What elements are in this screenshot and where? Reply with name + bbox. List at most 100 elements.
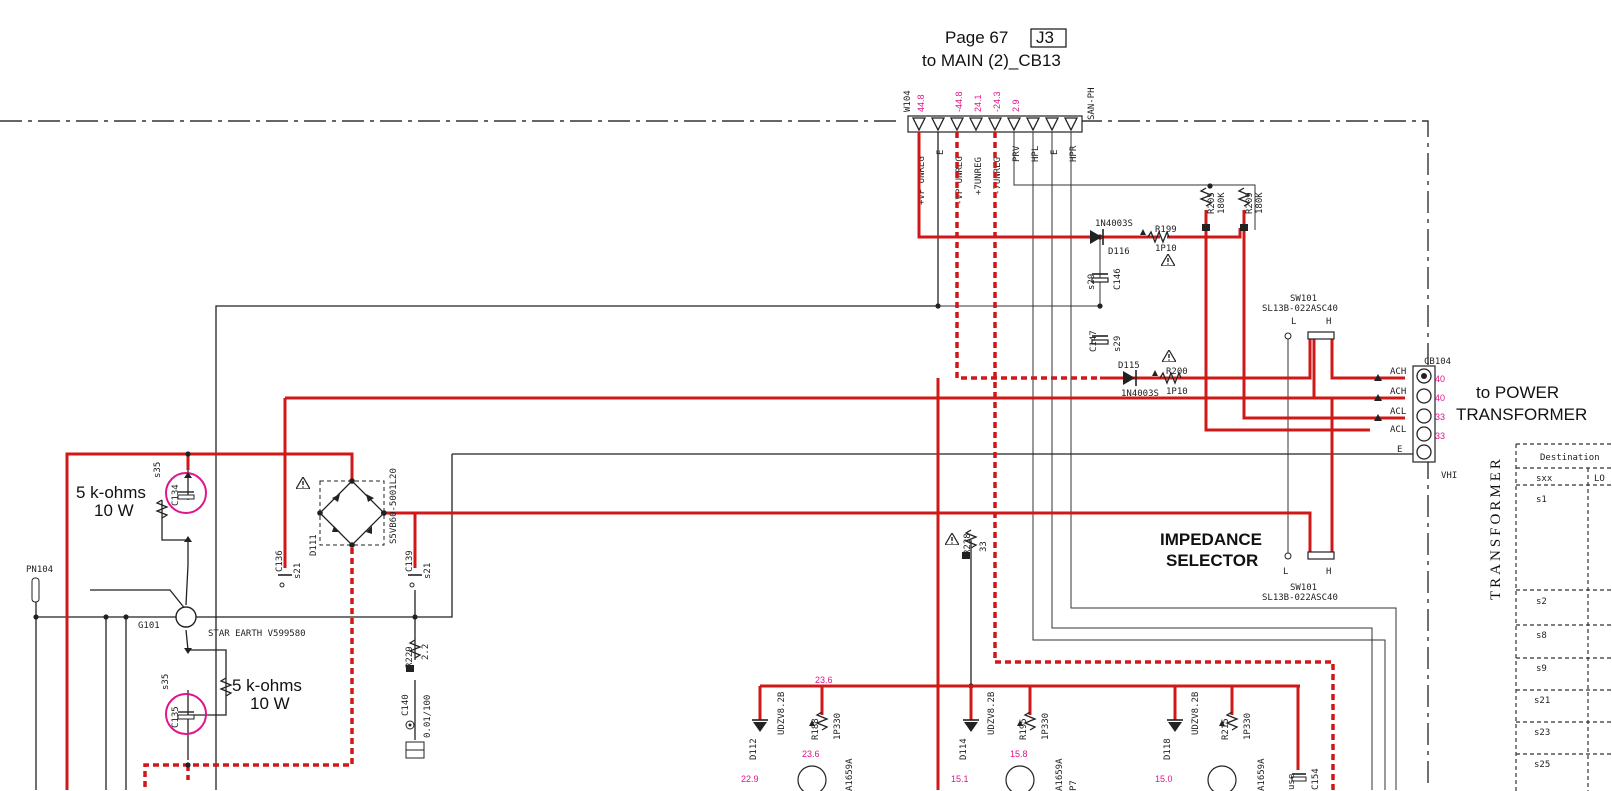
r205-label: R205: [1207, 192, 1217, 214]
bleeder-resistors: [155, 451, 233, 768]
r215-resistor: R215 1P330: [1219, 711, 1253, 740]
d114-label: D114: [959, 738, 969, 760]
q3-label: A1659A: [1257, 758, 1267, 791]
page-reference: Page 67: [945, 28, 1008, 47]
c136-value: s21: [293, 563, 303, 579]
sw101-bottom-part: SL13B-022ASC40: [1262, 593, 1338, 603]
q1-transistor: A1659A: [797, 758, 855, 791]
d116-label: D116: [1108, 247, 1130, 257]
r188-value: 1P330: [833, 713, 843, 740]
pin-voltage: 24.1: [973, 94, 983, 112]
voltage-label: 15.8: [1010, 749, 1028, 759]
sw101-bottom-label: SW101: [1290, 583, 1317, 593]
c139-label: C139: [405, 550, 415, 572]
table-row: s25: [1534, 760, 1550, 770]
table-row: s1: [1536, 495, 1547, 505]
r199-resistor: R199 1P10: [1140, 225, 1177, 266]
d116-diode: 1N4003S D116: [1090, 219, 1133, 257]
pn104-label: PN104: [26, 565, 53, 575]
wire-junctions: [33, 183, 1213, 689]
r200-value: 1P10: [1166, 387, 1188, 397]
cb104-voltage: 33: [1435, 431, 1445, 441]
switch-h-label: H: [1326, 317, 1331, 327]
r188-resistor: R188 1P330: [809, 711, 843, 740]
cb104-pin: ACL: [1390, 425, 1406, 435]
transformer-vertical-label: TRANSFORMER: [1488, 456, 1504, 600]
r229-resistor: R229 2.2: [405, 639, 431, 672]
pin-voltage: 2.9: [1011, 99, 1021, 112]
connector-type: SAN-PH: [1087, 87, 1097, 120]
to-power-label: to POWER: [1476, 383, 1559, 402]
cb104-connector: CB104 ACH ACH ACL ACL E 40 40 33 33 VHI: [1374, 357, 1457, 481]
table-row: s23: [1534, 728, 1550, 738]
c140-value: 0.01/100: [423, 695, 433, 738]
r205-resistor: R205 180K: [1199, 187, 1227, 231]
d112-part: UDZV8.2B: [777, 692, 787, 735]
switch-l-label: L: [1291, 317, 1296, 327]
c139-value: s21: [423, 563, 433, 579]
r209-label: R209: [1245, 192, 1255, 214]
c140-capacitor: C140 0.01/100: [401, 694, 433, 759]
c147-value: s29: [1113, 336, 1123, 352]
vhi-label: VHI: [1441, 471, 1457, 481]
resistor-rating-top: 5 k-ohms: [76, 483, 146, 502]
cb104-voltage: 40: [1435, 374, 1445, 384]
voltage-label: 15.0: [1155, 774, 1173, 784]
sw101-bottom-switch: L H SW101 SL13B-022ASC40: [1262, 551, 1338, 603]
sw101-top-label: SW101: [1290, 294, 1317, 304]
table-header-sxx: sxx: [1536, 474, 1553, 484]
connector-voltages: 44.8 -44.8 24.1 -24.3 2.9: [916, 91, 1021, 112]
wattage-top: 10 W: [94, 501, 134, 520]
pin-label: -7UNREG: [993, 157, 1003, 195]
table-row: s2: [1536, 597, 1547, 607]
jack-box: [1030, 28, 1067, 48]
pn104-terminal: PN104: [26, 565, 53, 603]
red-traces: [65, 132, 1405, 790]
c134-capacitor: s35 C134: [153, 462, 207, 514]
r199-value: 1P10: [1155, 244, 1177, 254]
r229-label: R229: [405, 646, 415, 668]
q3-transistor: A1659A: [1207, 758, 1267, 791]
q2-label: A1659A: [1055, 758, 1065, 791]
q2-suffix: P7: [1069, 780, 1079, 791]
destination-table: Destination sxx LO s1 s2 s8 s9 s21 s23 s…: [1515, 443, 1612, 791]
cb104-label: CB104: [1424, 357, 1451, 367]
r200-resistor: R200 1P10: [1152, 350, 1188, 397]
resistor-rating-bottom: 5 k-ohms: [232, 676, 302, 695]
impedance-label: IMPEDANCE: [1160, 530, 1262, 549]
q2-transistor: A1659A P7: [1005, 758, 1079, 791]
pin-label: +VP UNREG: [917, 156, 927, 205]
r200-label: R200: [1166, 367, 1188, 377]
r209-value: 180K: [1255, 192, 1265, 214]
d114-part: UDZV8.2B: [987, 692, 997, 735]
voltage-label: 15.1: [951, 774, 969, 784]
r228-label: R228: [963, 533, 973, 555]
switch-h-label: H: [1326, 567, 1331, 577]
r199-label: R199: [1155, 225, 1177, 235]
d112-label: D112: [749, 738, 759, 760]
pin-label: HPR: [1069, 145, 1079, 162]
cb104-voltage: 33: [1435, 412, 1445, 422]
voltage-label: 23.6: [802, 749, 820, 759]
d111-label: D111: [309, 534, 319, 556]
r205-value: 180K: [1217, 192, 1227, 214]
wattage-bottom: 10 W: [250, 694, 290, 713]
transformer-label: TRANSFORMER: [1456, 405, 1587, 424]
c140-label: C140: [401, 694, 411, 716]
d118-label: D118: [1163, 738, 1173, 760]
voltage-label: 23.6: [815, 675, 833, 685]
pin-voltage: 44.8: [916, 94, 926, 112]
c154-label: C154: [1311, 768, 1321, 790]
cb104-pin: ACL: [1390, 407, 1406, 417]
sw101-top-part: SL13B-022ASC40: [1262, 304, 1338, 314]
c135-label: C135: [171, 706, 181, 728]
r215-value: 1P330: [1243, 713, 1253, 740]
r228-resistor: R228 33: [945, 529, 989, 559]
d118-part: UDZV8.2B: [1191, 692, 1201, 735]
pin-voltage: -44.8: [954, 91, 964, 112]
r209-resistor: R209 180K: [1237, 187, 1265, 231]
d112-zener: D112 UDZV8.2B: [749, 692, 787, 760]
r229-value: 2.2: [421, 644, 431, 660]
switch-l-label: L: [1283, 567, 1288, 577]
